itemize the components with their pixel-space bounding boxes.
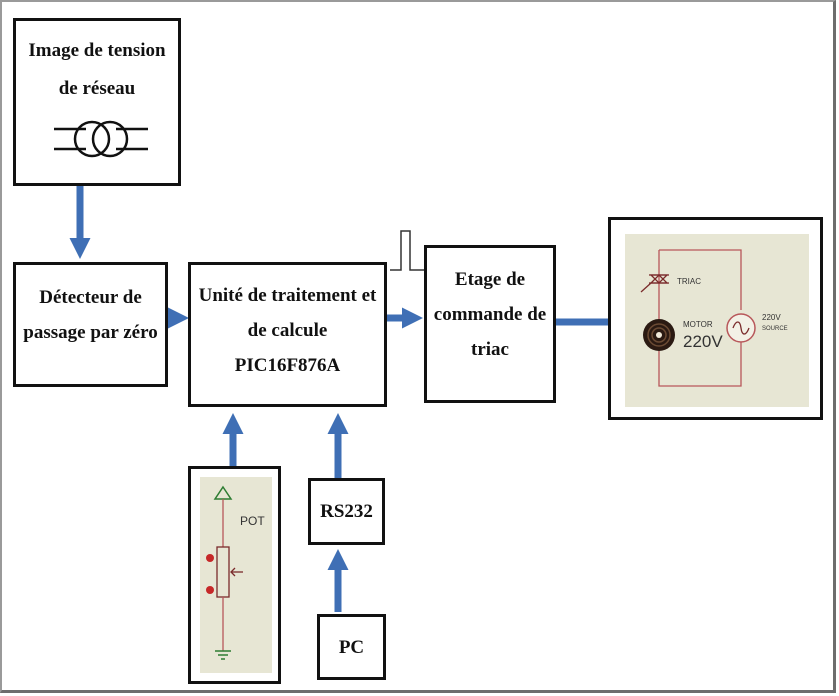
ground-icon [215, 650, 231, 660]
block-etage-line1: Etage de [454, 269, 526, 290]
block-pc: PC [317, 614, 386, 680]
pulse-signal-icon [390, 230, 424, 271]
block-pc-label: PC [338, 637, 365, 658]
block-pot-schematic: POT [188, 466, 281, 684]
block-rs232: RS232 [308, 478, 385, 545]
source-label: SOURCE [762, 326, 788, 332]
block-etage-line2: commande de [433, 304, 547, 325]
block-reseau: Image de tension de réseau [13, 18, 181, 186]
block-detecteur-line2: passage par zéro [23, 322, 158, 343]
block-reseau-line2: de réseau [58, 78, 136, 99]
block-unite: Unité de traitement et de calcule PIC16F… [188, 262, 387, 407]
power-supply-icon [213, 485, 233, 547]
triac-icon [640, 274, 669, 293]
motor-icon [643, 319, 675, 351]
motor-label: MOTOR [683, 320, 713, 329]
block-unite-line2: de calcule [247, 320, 328, 341]
block-detecteur-line1: Détecteur de [39, 287, 142, 308]
pot-label: POT [240, 514, 265, 528]
triac-label: TRIAC [677, 277, 701, 286]
block-etage-line3: triac [471, 339, 509, 360]
triac-motor-schematic: TRIAC MOTOR 220V 220V SOURCE [625, 234, 809, 407]
block-etage: Etage de commande de triac [424, 245, 556, 403]
motor-voltage: 220V [683, 332, 723, 351]
potentiometer-schematic: POT [200, 477, 272, 673]
block-unite-line3: PIC16F876A [234, 355, 341, 376]
block-detecteur: Détecteur de passage par zéro [13, 262, 168, 387]
source-voltage: 220V [762, 313, 781, 322]
block-rs232-label: RS232 [320, 501, 373, 522]
ac-source-icon [726, 313, 756, 343]
block-triac-schematic: TRIAC MOTOR 220V 220V SOURCE [608, 217, 823, 420]
block-reseau-line1: Image de tension [28, 40, 166, 61]
block-unite-line1: Unité de traitement et [198, 285, 377, 306]
transformer-icon [54, 120, 148, 158]
